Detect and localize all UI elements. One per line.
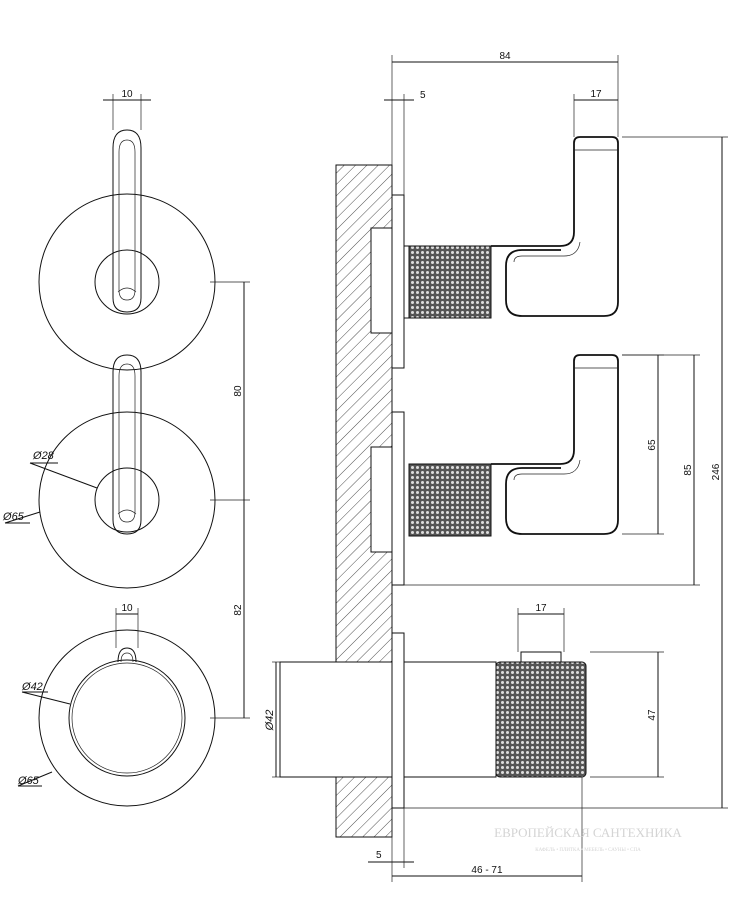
dim-center-spacing: 80 — [210, 281, 250, 501]
svg-text:10: 10 — [121, 603, 133, 614]
front-view-upper — [38, 129, 216, 371]
rosette-lower — [38, 629, 216, 807]
dim-lever-tip-width: 17 — [573, 89, 618, 137]
knurled-collar-upper — [404, 245, 492, 319]
lever-upper — [112, 129, 142, 313]
lever-middle — [112, 354, 142, 535]
dim-dia-65-b: Ø65 — [17, 771, 53, 787]
svg-text:65: 65 — [647, 439, 658, 451]
front-view-lower — [38, 629, 216, 807]
svg-text:5: 5 — [376, 850, 382, 861]
svg-text:80: 80 — [233, 385, 244, 397]
hub-upper — [94, 249, 160, 315]
dim-total-height: 246 — [404, 136, 728, 809]
knob-outer — [68, 659, 186, 777]
front-view-middle — [38, 354, 216, 589]
dim-body-diameter: Ø42 — [264, 661, 280, 778]
lever-side-middle — [491, 354, 619, 535]
dim-knob-width-bottom: 10 — [115, 603, 139, 648]
svg-text:85: 85 — [683, 464, 694, 476]
svg-text:17: 17 — [535, 603, 547, 614]
knob-inner — [71, 662, 183, 774]
svg-text:47: 47 — [647, 709, 658, 721]
svg-text:46 - 71: 46 - 71 — [471, 865, 503, 876]
dim-plate-thickness-bottom: 5 — [368, 808, 414, 868]
dim-lever-width-top: 10 — [103, 89, 151, 130]
svg-text:82: 82 — [233, 604, 244, 616]
dim-lever-height-65: 65 — [622, 354, 664, 535]
dim-knob-height: 47 — [590, 651, 664, 778]
svg-text:Ø42: Ø42 — [264, 710, 276, 732]
svg-text:84: 84 — [499, 51, 511, 62]
svg-text:10: 10 — [121, 89, 133, 100]
svg-text:Ø28: Ø28 — [32, 450, 55, 462]
svg-text:246: 246 — [711, 463, 722, 480]
watermark-title: ЕВРОПЕЙСКАЯ САНТЕХНИКА — [494, 825, 682, 840]
dim-dia-65-a: Ø65 — [2, 511, 41, 524]
dim-overall-depth: 84 — [391, 51, 619, 165]
rosette-upper — [38, 193, 216, 371]
knurled-knob-lower — [403, 651, 587, 778]
dim-dia-28: Ø28 — [29, 450, 98, 489]
dim-plate-thickness-top: 5 — [384, 90, 426, 195]
lever-side-upper — [491, 136, 619, 317]
rosette-middle — [38, 411, 216, 589]
svg-text:Ø65: Ø65 — [2, 511, 25, 523]
svg-text:17: 17 — [590, 89, 602, 100]
svg-text:Ø42: Ø42 — [21, 681, 43, 693]
svg-text:Ø65: Ø65 — [17, 775, 40, 787]
knob-indicator — [117, 647, 137, 663]
dim-install-depth: 46 - 71 — [391, 777, 583, 882]
watermark: ЕВРОПЕЙСКАЯ САНТЕХНИКА КАФЕЛЬ • ПЛИТКА •… — [494, 825, 682, 853]
dim-lever-height-85: 85 — [404, 354, 700, 586]
svg-text:5: 5 — [420, 90, 426, 101]
wall-plates — [370, 194, 405, 809]
dim-knob-tip-width: 17 — [517, 603, 565, 652]
dim-dia-42: Ø42 — [21, 681, 71, 705]
hub-middle — [94, 467, 160, 533]
watermark-subtitle: КАФЕЛЬ • ПЛИТКА • МЕБЕЛЬ • САУНЫ • СПА — [535, 848, 641, 853]
dim-lower-spacing: 82 — [210, 500, 250, 719]
knurled-collar-middle — [408, 463, 492, 537]
